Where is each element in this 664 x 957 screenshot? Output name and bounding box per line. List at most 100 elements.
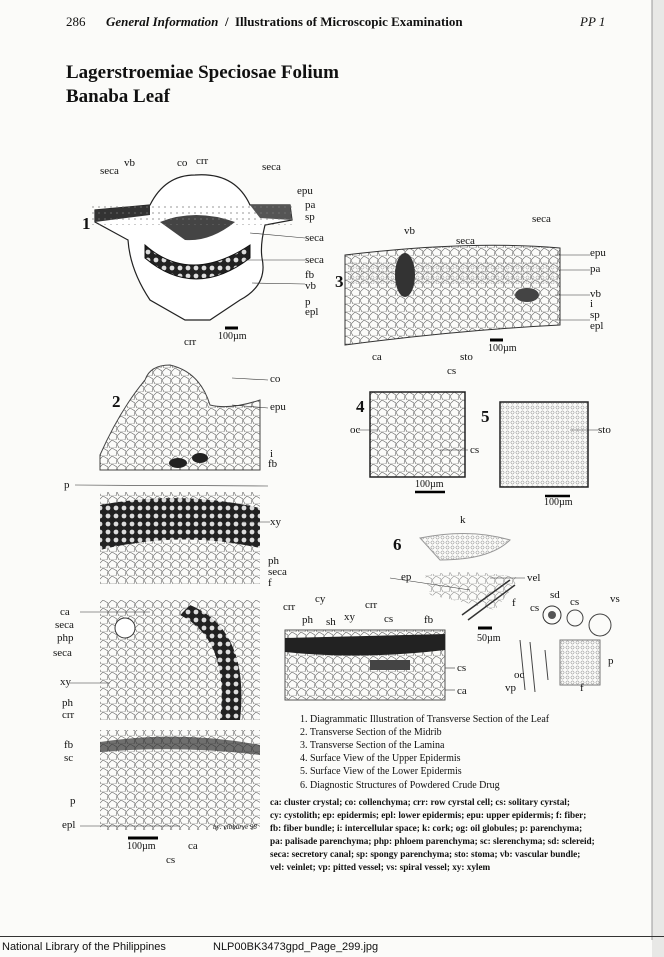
- fig3-diagram: [344, 244, 561, 346]
- fig1-label-fb: fb: [305, 269, 315, 281]
- header-chapter: Illustrations of Microscopic Examination: [235, 14, 463, 29]
- fig3-label-pa: pa: [590, 263, 601, 275]
- fig2-label-crr: crr: [62, 709, 75, 721]
- page-number: 286: [66, 14, 86, 29]
- legend-line-1: ca: cluster crystal; co: collenchyma; cr…: [270, 797, 570, 807]
- fig1-label-seca-r2: seca: [305, 254, 324, 266]
- fig3-label-seca-2: seca: [532, 213, 551, 225]
- lamina-label-sh: sh: [326, 616, 336, 628]
- legend-line-2: cy: cystolith; ep: epidermis; epl: lower…: [270, 810, 587, 820]
- fig1-label-epu: epu: [297, 185, 313, 197]
- fig2-label-epu: epu: [270, 401, 286, 413]
- fig2-label-p-2: p: [70, 795, 76, 807]
- legend-line-5: seca: secretory canal; sp: spongy parenc…: [270, 849, 581, 859]
- fig2-label-f: f: [268, 577, 272, 589]
- fig2-label-seca-3: seca: [53, 647, 72, 659]
- fig4-scale-label: 100µm: [415, 479, 444, 490]
- fig6-label-p: p: [608, 655, 614, 667]
- leader-lines: [70, 232, 598, 827]
- fig1-label-pa: pa: [305, 199, 316, 211]
- fig2-label-co: co: [270, 373, 281, 385]
- fig6-scale-label: 50µm: [477, 633, 501, 644]
- fig2-label-php: php: [57, 632, 74, 644]
- fig2-label-xy: xy: [270, 516, 281, 528]
- lamina-label-fb: fb: [424, 614, 434, 626]
- fig1-label-vb-r: vb: [305, 280, 316, 292]
- caption-3: 3. Transverse Section of the Lamina: [300, 740, 445, 751]
- figure-number-1: 1: [82, 214, 91, 233]
- fig1-label-p: p: [305, 296, 311, 308]
- footer-file: NLP00BK3473gpd_Page_299.jpg: [213, 941, 379, 953]
- fig6-label-cs-2: cs: [570, 596, 580, 608]
- fig5-label-sto: sto: [598, 424, 611, 436]
- lamina-label-xy: xy: [344, 611, 355, 623]
- fig3-label-sto: sto: [460, 351, 473, 363]
- fig6-label-vp: vp: [505, 682, 516, 694]
- fig3-label-epl: epl: [590, 320, 604, 332]
- caption-4: 4. Surface View of the Upper Epidermis: [300, 753, 461, 764]
- fig2-label-seca: seca: [268, 566, 287, 578]
- fig2-panels: [99, 364, 261, 840]
- header-separator: /: [225, 14, 229, 29]
- fig4-5-surfaces: [369, 391, 589, 498]
- fig6-powder: [419, 533, 612, 693]
- fig2-label-cs: cs: [166, 854, 176, 866]
- lamina-label-cs-2: cs: [457, 662, 467, 674]
- caption-6: 6. Diagnostic Structures of Powdered Cru…: [300, 780, 500, 791]
- fig6-label-vs: vs: [610, 593, 620, 605]
- fig1-label-vb: vb: [124, 157, 135, 169]
- fig2-label-ca-2: ca: [188, 840, 198, 852]
- fig6-label-k: k: [460, 514, 466, 526]
- caption-1: 1. Diagrammatic Illustration of Transver…: [300, 714, 550, 725]
- fig6-label-vel: vel: [527, 572, 541, 584]
- figure-number-5: 5: [481, 407, 490, 426]
- figure-number-6: 6: [393, 535, 402, 554]
- figure-number-2: 2: [112, 392, 121, 411]
- fig3-label-sp: sp: [590, 309, 600, 321]
- fig3-label-seca: seca: [456, 235, 475, 247]
- fig2-label-seca-2: seca: [55, 619, 74, 631]
- fig3-label-ca: ca: [372, 351, 382, 363]
- title-common: Banaba Leaf: [66, 86, 170, 107]
- fig2-label-epl: epl: [62, 819, 76, 831]
- lamina-label-crr-2: crr: [365, 599, 378, 611]
- fig2-label-ph-2: ph: [62, 697, 73, 709]
- fig4-label-cs: cs: [470, 444, 480, 456]
- lamina-label-cs: cs: [384, 613, 394, 625]
- fig6-label-f-2: f: [580, 682, 584, 694]
- fig2-credit: by: cibbarve 98: [213, 823, 257, 831]
- title-latin: Lagerstroemiae Speciosae Folium: [66, 62, 339, 83]
- fig1-label-crr-top: crr: [196, 155, 209, 167]
- fig1-label-crr-bottom: crr: [184, 336, 197, 348]
- fig1-label-seca-r1: seca: [305, 232, 324, 244]
- legend-line-6: vel: veinlet; vp: pitted vessel; vs: spi…: [270, 862, 491, 872]
- fig3-label-vb: vb: [404, 225, 415, 237]
- lamina-label-crr: crr: [283, 601, 296, 613]
- header-section: General Information: [106, 14, 219, 29]
- fig3-label-cs: cs: [447, 365, 457, 377]
- lamina-detail: [284, 629, 446, 701]
- fig6-label-f: f: [512, 597, 516, 609]
- footer-rule: [0, 936, 664, 937]
- fig3-label-i: i: [590, 298, 594, 310]
- fig6-label-cs: cs: [530, 602, 540, 614]
- fig3-label-epu: epu: [590, 247, 606, 259]
- fig2-label-i: i: [270, 448, 274, 460]
- fig1-label-seca-tr: seca: [262, 161, 281, 173]
- fig6-label-ep: ep: [401, 571, 412, 583]
- figure-number-3: 3: [335, 272, 344, 291]
- fig3-scale-label: 100µm: [488, 343, 517, 354]
- figure-number-4: 4: [356, 397, 365, 416]
- lamina-label-ph: ph: [302, 614, 313, 626]
- fig3-label-vb-2: vb: [590, 288, 601, 300]
- fig1-label-co: co: [177, 157, 188, 169]
- fig5-scale-label: 100µm: [544, 497, 573, 508]
- lamina-label-ca: ca: [457, 685, 467, 697]
- fig1-scale-label: 100µm: [218, 331, 247, 342]
- fig2-label-fb-2: fb: [64, 739, 74, 751]
- fig2-label-ca: ca: [60, 606, 70, 618]
- lamina-label-cy: cy: [315, 593, 326, 605]
- fig1-diagram: [92, 174, 293, 330]
- caption-5: 5. Surface View of the Lower Epidermis: [300, 766, 462, 777]
